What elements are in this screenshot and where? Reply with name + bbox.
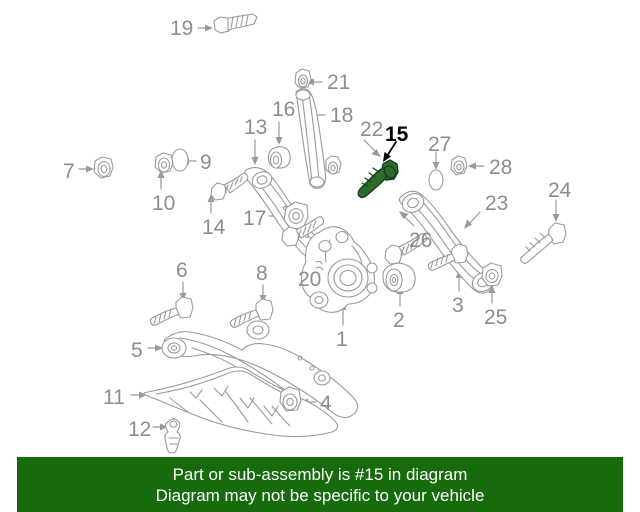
callout-label-16: 16: [272, 98, 296, 121]
callout-label-15: 15: [385, 123, 409, 146]
leader-7: [78, 165, 94, 173]
callout-label-9: 9: [200, 151, 212, 174]
part-19-bolt: [213, 13, 258, 34]
callout-label-28: 28: [489, 156, 513, 179]
leader-28: [468, 162, 485, 170]
part-18-link: [295, 88, 327, 190]
callout-label-6: 6: [176, 259, 188, 282]
leader-25: [488, 285, 496, 304]
leader-27: [432, 151, 440, 170]
part-14-bolt: [210, 172, 249, 201]
part-20-bolt: [281, 216, 325, 247]
callout-label-21: 21: [327, 71, 351, 94]
callout-label-8: 8: [256, 262, 268, 285]
callout-label-3: 3: [452, 294, 464, 317]
part-25-nut: [481, 262, 503, 287]
part-22-nut: [325, 155, 342, 175]
part-2-bushing: [382, 262, 416, 293]
callout-label-12: 12: [128, 418, 152, 441]
part-notice-banner: Part or sub-assembly is #15 in diagram D…: [17, 457, 623, 512]
callout-label-14: 14: [202, 216, 226, 239]
part-6-bolt: [149, 296, 194, 326]
callout-label-13: 13: [244, 116, 268, 139]
leader-13: [251, 139, 259, 165]
banner-line-primary: Part or sub-assembly is #15 in diagram: [172, 464, 468, 484]
leader-5: [147, 344, 163, 352]
leader-12: [152, 423, 168, 431]
callout-label-1: 1: [336, 328, 348, 351]
leader-16: [275, 121, 283, 145]
leader-15: [383, 141, 397, 162]
callout-label-19: 19: [170, 17, 194, 40]
part-26-bolt: [384, 233, 428, 265]
part-17-nut: [283, 201, 309, 230]
callout-label-10: 10: [152, 192, 176, 215]
callout-label-25: 25: [484, 306, 508, 329]
part-3-bolt: [427, 243, 469, 271]
callout-label-24: 24: [548, 179, 572, 202]
callout-label-20: 20: [298, 268, 322, 291]
part-24-bolt: [520, 222, 567, 264]
callout-label-2: 2: [393, 309, 405, 332]
part-16-bushing: [267, 146, 291, 169]
banner-line-secondary: Diagram may not be specific to your vehi…: [155, 485, 485, 505]
leader-10: [157, 170, 165, 190]
callout-label-18: 18: [330, 104, 354, 127]
callout-label-17: 17: [243, 207, 267, 230]
callout-label-11: 11: [103, 386, 125, 409]
part-21-nut: [294, 68, 312, 89]
part-10-nut: [154, 152, 174, 174]
part-4-nut: [279, 386, 302, 412]
part-27-washer: [428, 169, 444, 191]
part-8-bolt: [229, 298, 274, 328]
part-9-washer: [171, 148, 189, 172]
callout-label-22: 22: [360, 118, 384, 141]
part-15-bolt-highlighted: [357, 159, 399, 199]
leader-14: [207, 194, 215, 214]
callout-label-5: 5: [131, 339, 143, 362]
leader-26: [399, 211, 415, 227]
leader-11: [130, 391, 147, 399]
callout-label-23: 23: [485, 192, 509, 215]
part-12-clip: [164, 418, 181, 454]
part-7-nut: [93, 156, 114, 179]
callout-label-7: 7: [63, 160, 75, 183]
callout-label-26: 26: [409, 229, 433, 252]
leader-24: [552, 199, 560, 222]
leader-22: [363, 139, 381, 157]
callout-label-27: 27: [428, 133, 452, 156]
part-1-steering-knuckle: [300, 226, 378, 313]
part-11-shield: [143, 366, 339, 438]
part-28-nut: [450, 155, 468, 176]
leader-19: [197, 24, 213, 32]
callout-label-4: 4: [320, 392, 332, 415]
leader-23: [464, 211, 481, 229]
